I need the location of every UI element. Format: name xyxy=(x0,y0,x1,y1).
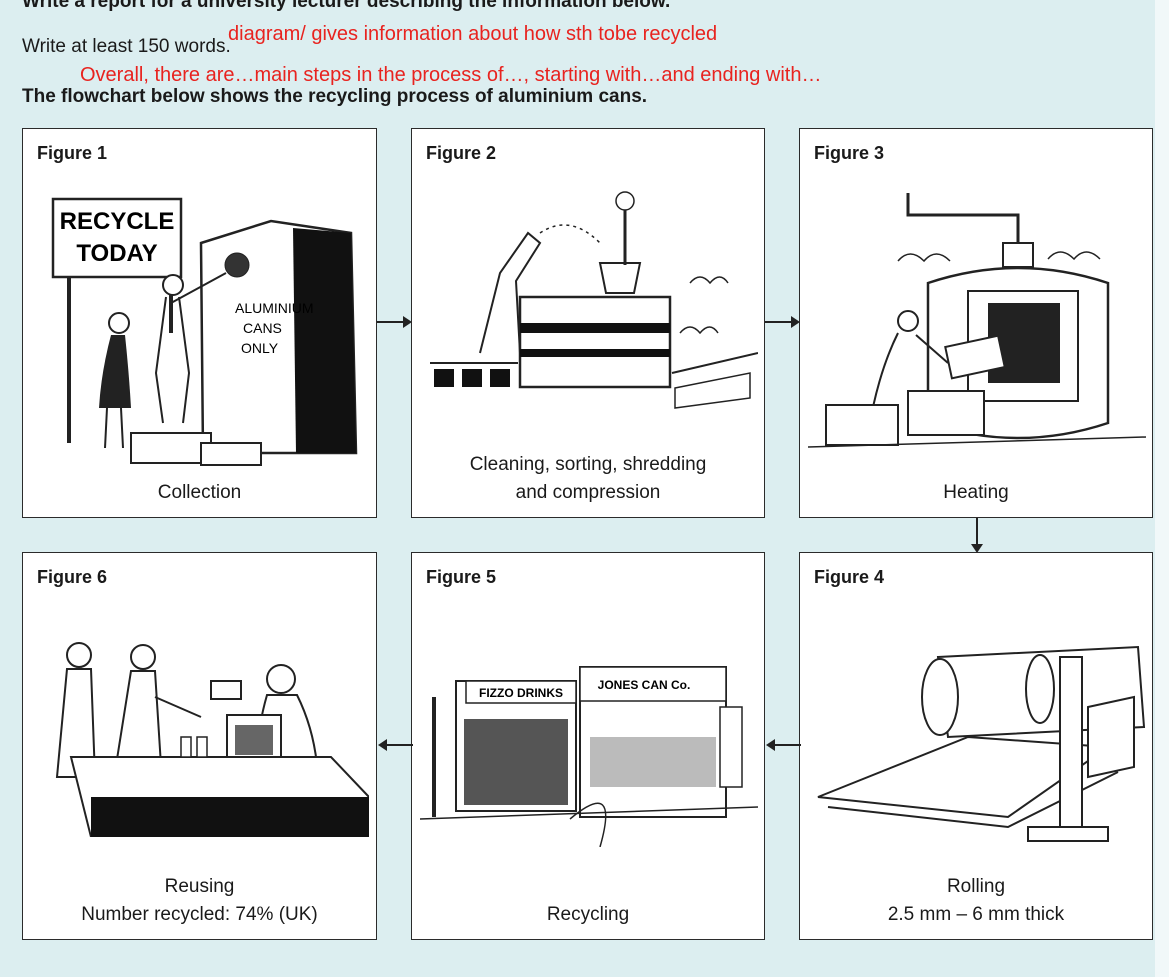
arrow-down-icon xyxy=(971,518,983,553)
arrow-left-icon xyxy=(766,739,801,751)
caption-line: Rolling xyxy=(946,876,1006,897)
figure-5-panel: Figure 5 FIZZO DRINKS JONES CAN Co. Recy… xyxy=(411,552,765,940)
shop-counter-illustration xyxy=(55,642,369,837)
caption-line: 2.5 mm – 6 mm thick xyxy=(887,904,1065,925)
sign-text-1: RECYCLE xyxy=(60,208,175,235)
figure-6-panel: Figure 6 Reusing Number recycled: 74% (U… xyxy=(22,552,377,940)
page-instruction: Write a report for a university lecturer… xyxy=(22,0,671,12)
figure-5-label: Figure 5 xyxy=(426,567,497,587)
word-count-instruction: Write at least 150 words. xyxy=(22,36,231,57)
furnace-illustration xyxy=(808,193,1146,448)
page-edge xyxy=(1155,0,1169,977)
figure-4-caption: Rolling 2.5 mm – 6 mm thick xyxy=(800,873,1152,929)
arrow-right-icon xyxy=(377,316,412,328)
caption-line: Recycling xyxy=(546,904,630,925)
figure-2-panel: Figure 2 Cleaning, sorting, shredding an… xyxy=(411,128,765,518)
handwritten-annotation-2: Overall, there are…main steps in the pro… xyxy=(80,64,822,86)
sign-text-2: TODAY xyxy=(76,240,157,267)
factory-sign-1: FIZZO DRINKS xyxy=(479,686,563,700)
caption-line: Cleaning, sorting, shredding xyxy=(469,454,707,475)
bin-text-3: ONLY xyxy=(241,340,279,356)
figure-1-caption: Collection xyxy=(23,479,376,507)
sorting-machine-illustration xyxy=(430,191,758,409)
figure-4-panel: Figure 4 Rolling 2.5 mm – 6 mm thick xyxy=(799,552,1153,940)
factory-sign-2: JONES CAN Co. xyxy=(598,678,691,692)
factories-illustration: FIZZO DRINKS JONES CAN Co. xyxy=(420,666,758,847)
caption-line: and compression xyxy=(515,482,661,503)
bin-text-1: ALUMINIUM xyxy=(235,300,314,316)
figure-3-label: Figure 3 xyxy=(814,143,885,163)
figure-1-panel: Figure 1 RECYCLE TODAY ALUMINIUM CANS ON… xyxy=(22,128,377,518)
figure-6-caption: Reusing Number recycled: 74% (UK) xyxy=(23,873,376,929)
flowchart-title: The flowchart below shows the recycling … xyxy=(22,86,648,107)
figure-1-label: Figure 1 xyxy=(37,143,108,163)
caption-line: Collection xyxy=(157,482,242,503)
figure-2-caption: Cleaning, sorting, shredding and compres… xyxy=(412,451,764,507)
caption-line: Heating xyxy=(943,482,1009,503)
figure-4-label: Figure 4 xyxy=(814,567,885,587)
figure-2-label: Figure 2 xyxy=(426,143,497,163)
caption-line: Number recycled: 74% (UK) xyxy=(81,904,318,925)
figure-6-label: Figure 6 xyxy=(37,567,108,587)
arrow-left-icon xyxy=(378,739,413,751)
collection-illustration: RECYCLE TODAY ALUMINIUM CANS ONLY xyxy=(51,197,358,466)
rolling-mill-illustration xyxy=(817,645,1146,842)
arrow-right-icon xyxy=(765,316,800,328)
figure-5-caption: Recycling xyxy=(412,901,764,929)
figure-3-panel: Figure 3 Heating xyxy=(799,128,1153,518)
figure-3-caption: Heating xyxy=(800,479,1152,507)
bin-text-2: CANS xyxy=(243,320,282,336)
handwritten-annotation-1: diagram/ gives information about how sth… xyxy=(228,23,718,45)
caption-line: Reusing xyxy=(164,876,235,897)
